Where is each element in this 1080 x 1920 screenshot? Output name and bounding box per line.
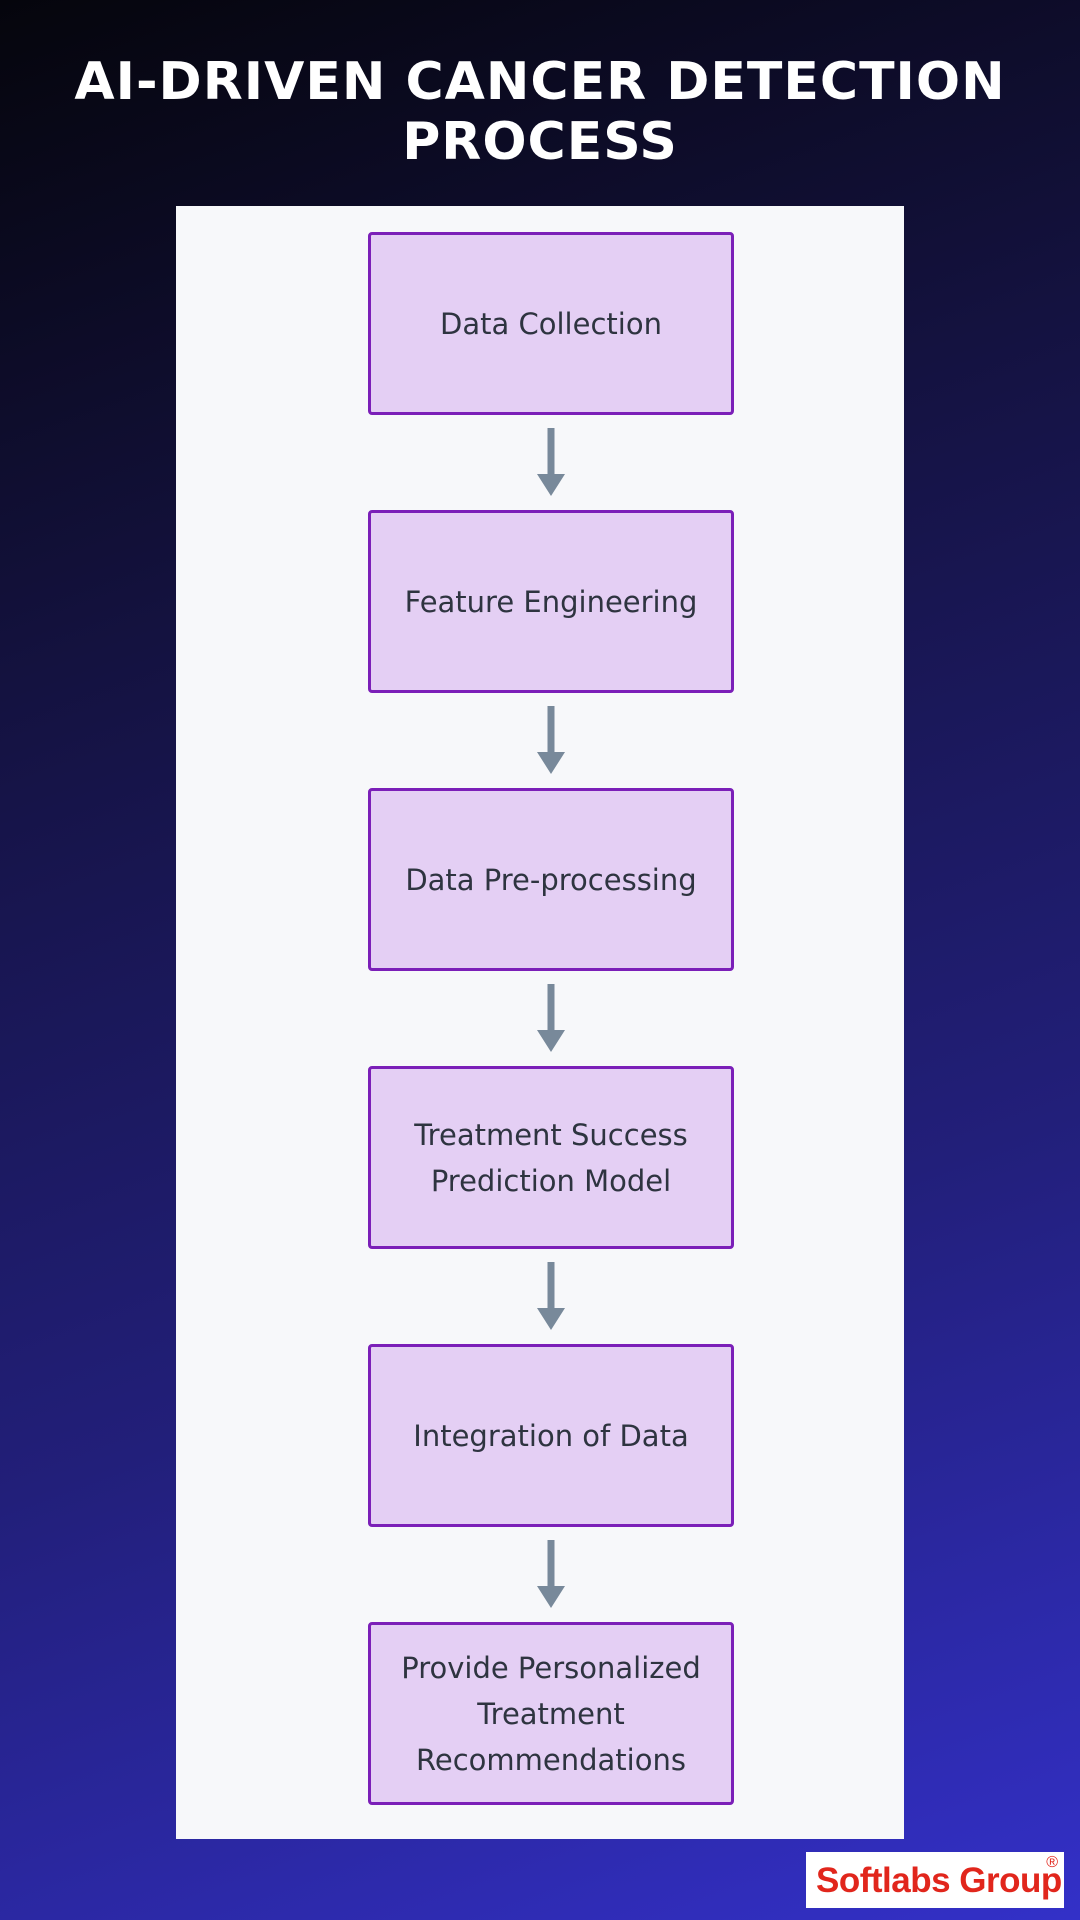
down-arrow-icon <box>537 1540 565 1608</box>
step-label: Treatment Success Prediction Model <box>414 1117 688 1198</box>
flowchart-panel: Data Collection Feature Engineering Data… <box>176 206 904 1839</box>
step-box-feature-engineering: Feature Engineering <box>368 510 734 693</box>
step-box-integration-of-data: Integration of Data <box>368 1344 734 1527</box>
title-line-2: PROCESS <box>402 112 678 172</box>
step-box-data-preprocessing: Data Pre-processing <box>368 788 734 971</box>
company-logo: Softlabs Group ® <box>806 1852 1064 1908</box>
step-label: Integration of Data <box>413 1418 689 1453</box>
down-arrow-icon <box>537 706 565 774</box>
registered-mark: ® <box>1046 1854 1058 1871</box>
step-box-personalized-recommendations: Provide Personalized Treatment Recommend… <box>368 1622 734 1805</box>
step-box-prediction-model: Treatment Success Prediction Model <box>368 1066 734 1249</box>
step-box-data-collection: Data Collection <box>368 232 734 415</box>
down-arrow-icon <box>537 984 565 1052</box>
down-arrow-icon <box>537 428 565 496</box>
page-title: AI-DRIVEN CANCER DETECTION PROCESS <box>0 52 1080 172</box>
down-arrow-icon <box>537 1262 565 1330</box>
title-line-1: AI-DRIVEN CANCER DETECTION <box>74 52 1006 112</box>
step-label: Feature Engineering <box>404 584 698 619</box>
step-label: Data Pre-processing <box>405 862 697 897</box>
step-label: Provide Personalized Treatment Recommend… <box>401 1650 701 1777</box>
step-label: Data Collection <box>440 306 662 341</box>
logo-text: Softlabs Group <box>816 1861 1062 1900</box>
